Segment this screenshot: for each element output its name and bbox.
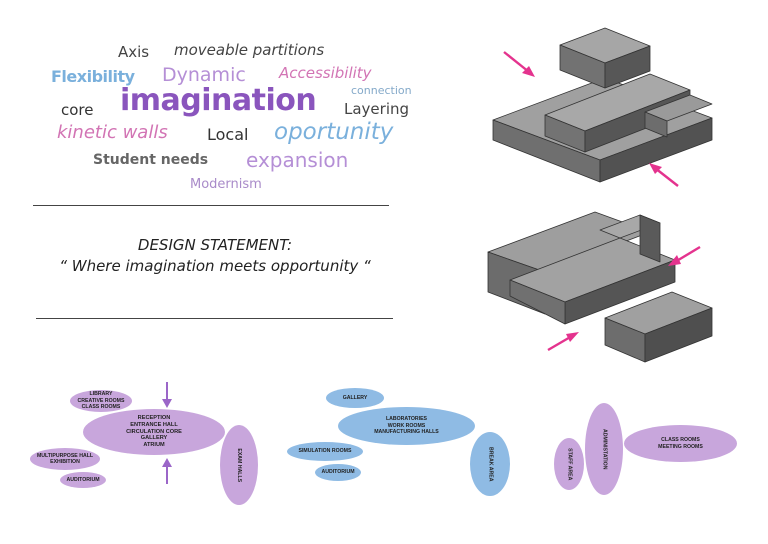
bubble-break-area: BREAK AREA xyxy=(470,432,510,496)
word-core: core xyxy=(61,101,94,119)
bubble-class-rooms: CLASS ROOMS MEETING ROOMS xyxy=(624,425,737,462)
word-expansion: expansion xyxy=(246,148,349,172)
word-flexibility: Flexibility xyxy=(51,67,135,86)
statement-heading: DESIGN STATEMENT: xyxy=(137,236,293,254)
bubble-laboratories: LABORATORIES WORK ROOMS MANUFACTURING HA… xyxy=(338,407,475,445)
word-student-needs: Student needs xyxy=(93,152,209,168)
word-modernism: Modernism xyxy=(190,177,262,192)
word-accessibility: Accessibility xyxy=(279,64,372,82)
word-moveable-partitions: moveable partitions xyxy=(174,41,325,59)
bubble-library: LIBRARY CREATIVE ROOMS CLASS ROOMS xyxy=(70,390,132,412)
arrow-group-2 xyxy=(547,245,701,352)
word-axis: Axis xyxy=(118,43,150,61)
bubble-gallery: GALLERY xyxy=(326,388,384,408)
bubble-multipurpose: MULTIPURPOSE HALL EXHIBITION xyxy=(30,448,100,470)
statement-quote: “ Where imagination meets opportunity “ xyxy=(59,257,371,275)
bubble-auditorium-1: AUDITORIUM xyxy=(60,472,106,488)
bubble-auditorium-2: AUDITORIUM xyxy=(315,464,361,481)
word-local: Local xyxy=(207,125,249,144)
top-divider xyxy=(33,205,389,206)
bubble-administration: ADMINISTATION xyxy=(585,403,623,495)
word-imagination: imagination xyxy=(120,83,317,118)
word-connection: connection xyxy=(351,84,412,97)
bubble-staff-area: STAFF AREA xyxy=(554,438,584,490)
bottom-divider xyxy=(36,318,393,319)
word-kinetic-walls: kinetic walls xyxy=(57,122,168,143)
arrow-group-1 xyxy=(503,51,679,187)
word-dynamic: Dynamic xyxy=(162,64,246,86)
bubble-reception: RECEPTION ENTRANCE HALL CIRCULATION CORE… xyxy=(83,409,225,455)
bubble-simulation: SIMULATION ROOMS xyxy=(287,442,363,461)
word-layering: Layering xyxy=(344,100,410,118)
word-oportunity: oportunity xyxy=(274,119,394,145)
bubble-exam-halls: EXAM HALLS xyxy=(220,425,258,505)
